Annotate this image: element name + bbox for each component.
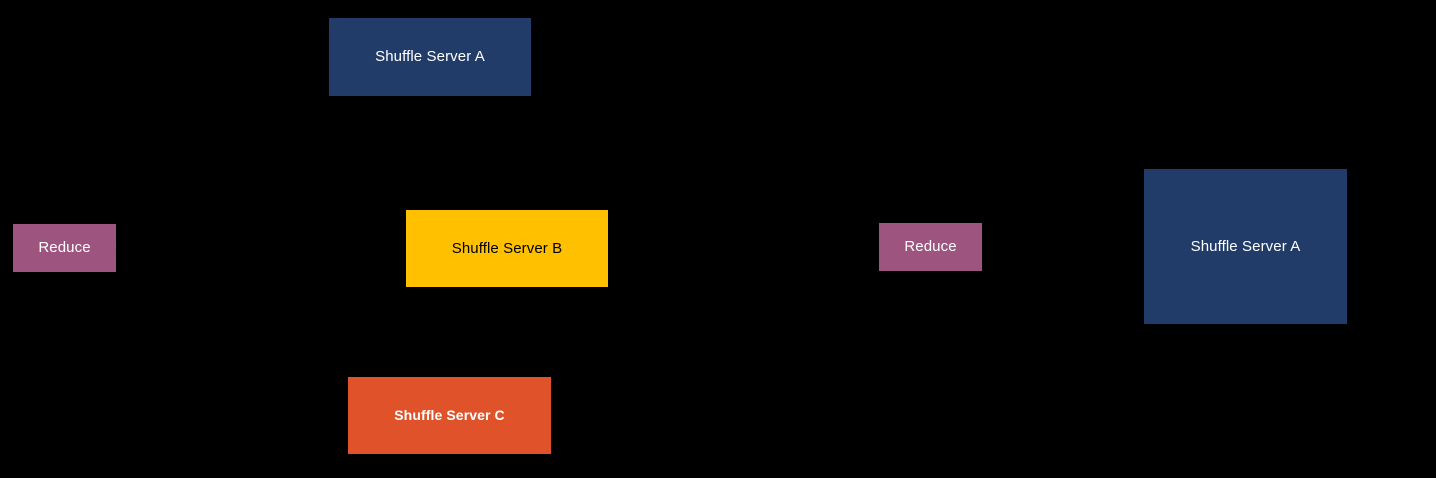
node-shuffle-server-a-right[interactable]: Shuffle Server A: [1144, 169, 1347, 324]
node-label-shuffle-server-a-right: Shuffle Server A: [1190, 237, 1301, 255]
node-shuffle-server-b[interactable]: Shuffle Server B: [406, 210, 608, 287]
node-shuffle-server-a-top[interactable]: Shuffle Server A: [329, 18, 531, 96]
node-label-shuffle-server-c: Shuffle Server C: [394, 407, 505, 424]
node-label-reduce-left: Reduce: [38, 239, 91, 256]
node-label-shuffle-server-b: Shuffle Server B: [451, 239, 563, 257]
node-label-reduce-right: Reduce: [904, 238, 957, 255]
node-shuffle-server-c[interactable]: Shuffle Server C: [348, 377, 551, 454]
node-label-shuffle-server-a-top: Shuffle Server A: [375, 48, 485, 65]
node-reduce-left[interactable]: Reduce: [13, 224, 116, 272]
node-reduce-right[interactable]: Reduce: [879, 223, 982, 271]
